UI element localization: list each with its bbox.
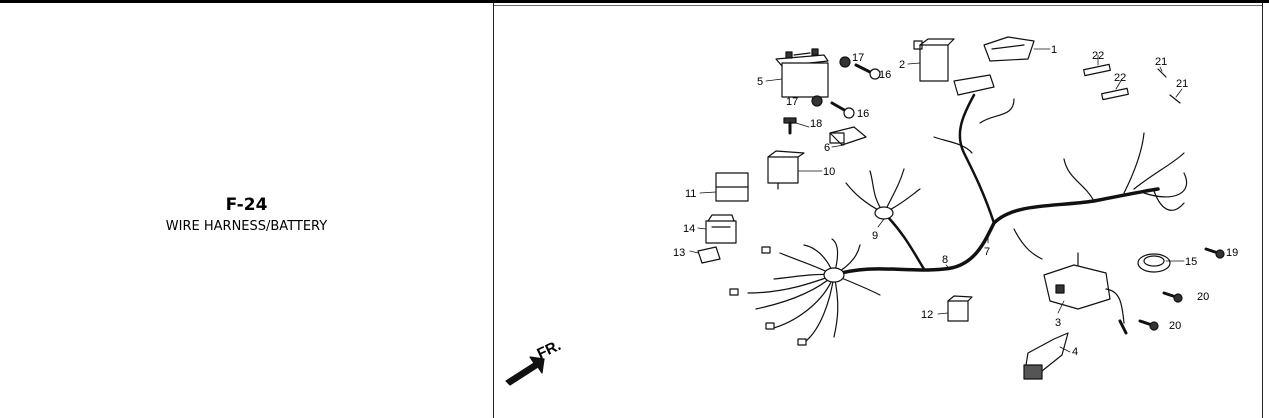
ignition-coil-part <box>1043 252 1128 335</box>
bolt-18-part <box>783 117 797 135</box>
callout-15: 15 <box>1185 256 1197 268</box>
callout-4: 4 <box>1072 346 1078 358</box>
clamp-part <box>1137 253 1171 273</box>
starter-relay-part <box>767 150 805 190</box>
callout-2: 2 <box>899 59 905 71</box>
regulator-part <box>829 126 867 146</box>
callout-9: 9 <box>872 230 878 242</box>
callout-22b: 22 <box>1114 72 1126 84</box>
connector-11-part <box>715 172 749 202</box>
sub-harness <box>845 168 926 271</box>
exploded-diagram: FR. 1 2 3 4 5 6 7 8 9 10 11 12 13 14 15 … <box>493 3 1263 418</box>
callout-12: 12 <box>921 309 933 321</box>
left-branch-harness <box>729 238 881 346</box>
page-label-panel: F-24 WIRE HARNESS/BATTERY <box>0 3 493 418</box>
page-title: WIRE HARNESS/BATTERY <box>165 219 328 234</box>
page-code: F-24 <box>225 195 268 215</box>
callout-13: 13 <box>673 247 685 259</box>
callout-14: 14 <box>683 223 695 235</box>
callout-18: 18 <box>810 118 822 130</box>
wire-harness-drawing: FR. 1 2 3 4 5 6 7 8 9 10 11 12 13 14 15 … <box>505 36 1238 386</box>
relay-box-part <box>913 38 955 82</box>
callout-20b: 20 <box>1169 320 1181 332</box>
fuses-part <box>1083 63 1181 104</box>
callout-8: 8 <box>942 254 948 266</box>
callout-16b: 16 <box>857 108 869 120</box>
spark-plug-cap-part <box>1023 332 1069 380</box>
battery-bolts-part <box>811 56 881 119</box>
main-harness <box>832 93 1188 277</box>
callout-20a: 20 <box>1197 291 1209 303</box>
callout-5: 5 <box>757 76 763 88</box>
front-direction-arrow-icon <box>505 356 545 386</box>
fuse-box-part <box>705 214 737 244</box>
callout-21a: 21 <box>1155 56 1167 68</box>
callout-7: 7 <box>984 246 990 258</box>
top-border <box>0 0 1269 3</box>
callout-19: 19 <box>1226 247 1238 259</box>
callout-17a: 17 <box>852 52 864 64</box>
callout-16a: 16 <box>879 69 891 81</box>
callout-10: 10 <box>823 166 835 178</box>
callout-3: 3 <box>1055 317 1061 329</box>
callout-21b: 21 <box>1176 78 1188 90</box>
relay-12-part <box>947 295 973 322</box>
callout-22a: 22 <box>1092 50 1104 62</box>
callout-17b: 17 <box>786 96 798 108</box>
leader-lines <box>689 48 1185 353</box>
relay-13-part <box>697 246 721 264</box>
callout-1: 1 <box>1051 44 1057 56</box>
front-direction-label: FR. <box>535 337 564 363</box>
bolts-19-20-part <box>1138 247 1225 331</box>
callout-6: 6 <box>824 142 830 154</box>
callout-11: 11 <box>685 188 696 200</box>
ecu-cover-part <box>953 36 1035 96</box>
battery-part <box>775 48 829 98</box>
